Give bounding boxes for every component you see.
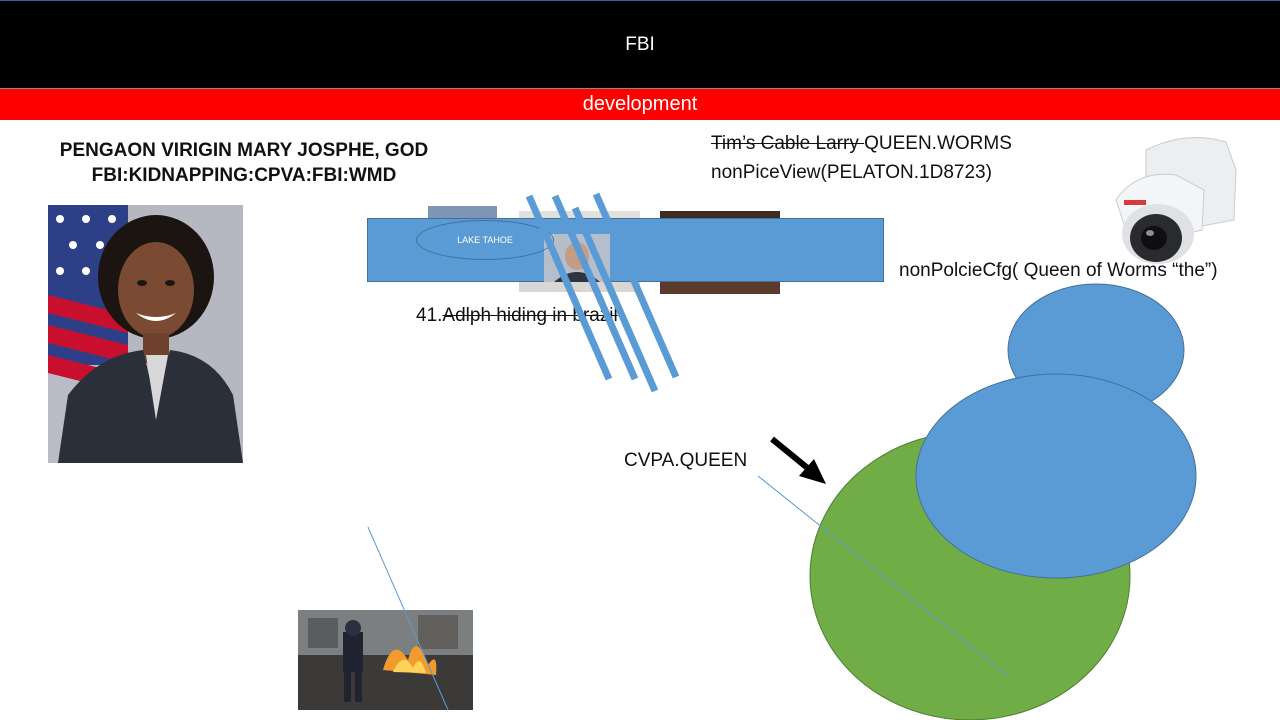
diagonal-bar	[551, 194, 639, 381]
queen-worms-text: QUEEN.WORMS	[864, 133, 1012, 154]
heading-block: PENGAON VIRIGIN MARY JOSPHE, GOD FBI:KID…	[40, 138, 448, 188]
connector-line-lower	[367, 526, 449, 711]
connector-line	[757, 475, 1009, 677]
large-blue-circle	[915, 373, 1197, 579]
slide-subtitle: development	[582, 93, 698, 115]
riot-photo	[298, 610, 473, 710]
slide-title: FBI	[625, 33, 655, 55]
portrait-photo	[48, 205, 243, 463]
diagonal-bar	[592, 192, 680, 379]
heading-line-2: FBI:KIDNAPPING:CPVA:FBI:WMD	[91, 165, 397, 186]
heading-line-1: PENGAON VIRIGIN MARY JOSPHE, GOD	[59, 140, 429, 161]
security-camera-icon	[1106, 130, 1256, 265]
thumbnail-photo-1	[428, 206, 497, 220]
diagonal-bars	[525, 192, 680, 393]
note-line-1: Tim’s Cable Larry QUEEN.WORMS	[711, 133, 1012, 155]
lake-tahoe-oval: LAKE TAHOE	[416, 220, 554, 260]
item-41-line: 41.Adlph hiding in brazil	[416, 305, 618, 327]
arrow-icon	[770, 436, 826, 484]
item-struck-text: Adlph hiding in brazil	[442, 305, 618, 326]
title-bar: FBI	[0, 0, 1280, 88]
item-number: 41.	[416, 305, 443, 326]
diagonal-bar	[571, 206, 659, 393]
diagonal-bar	[525, 194, 613, 381]
thumbnail-photo-3-bottom	[660, 282, 780, 294]
policy-config-text: nonPolcieCfg( Queen of Worms “the”)	[899, 260, 1218, 281]
subtitle-bar: development	[0, 88, 1280, 120]
thumbnail-photo-3	[660, 211, 780, 219]
pice-view-text: nonPiceView(PELATON.1D8723)	[711, 162, 992, 183]
thumbnail-photo-2-bottom	[519, 282, 640, 292]
cvpa-queen-label: CVPA.QUEEN	[624, 450, 748, 471]
lake-tahoe-label: LAKE TAHOE	[457, 235, 513, 245]
struck-text: Tim’s Cable Larry	[711, 133, 865, 154]
